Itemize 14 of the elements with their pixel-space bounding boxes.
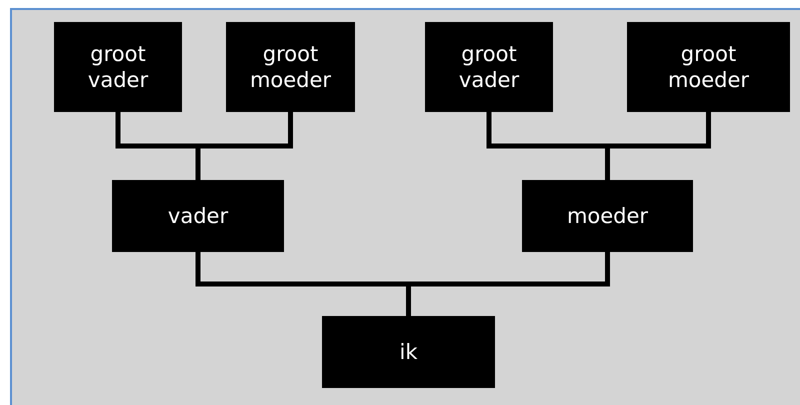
person-label: ik <box>400 339 418 365</box>
person-box <box>627 22 790 112</box>
person-box <box>54 22 182 112</box>
person-box <box>226 22 355 112</box>
person-label: vader <box>168 203 228 229</box>
person-box <box>112 180 284 252</box>
person-box <box>522 180 693 252</box>
person-label: groot vader <box>86 41 150 93</box>
person-box <box>425 22 553 112</box>
person-box <box>322 316 495 388</box>
person-label: groot moeder <box>248 41 332 93</box>
person-label: groot moeder <box>666 41 750 93</box>
person-label: moeder <box>566 203 648 229</box>
person-label: groot vader <box>458 41 520 93</box>
